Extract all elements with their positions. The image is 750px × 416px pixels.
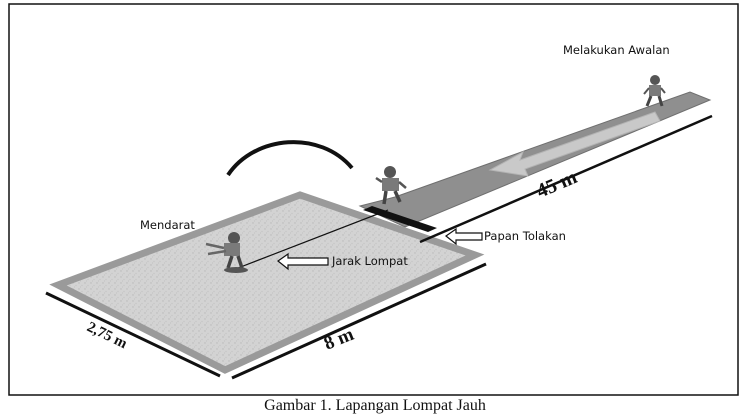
athlete-running: [643, 75, 666, 107]
pit-length-dimension-line: [231, 262, 487, 380]
runway-dimension-line: [419, 114, 713, 244]
run-up-label: Melakukan Awalan: [563, 43, 670, 57]
jump-arc: [226, 140, 354, 177]
jump-distance-line: [237, 209, 389, 269]
board-pointer-arrow: [444, 227, 483, 246]
runway-direction-arrow: [488, 111, 661, 177]
jump-distance-label: Jarak Lompat: [331, 254, 408, 268]
athlete-landing: [205, 232, 248, 273]
figure-frame: [8, 3, 739, 396]
jump-distance-pointer-arrow: [276, 252, 329, 271]
board-label: Papan Tolakan: [484, 229, 566, 243]
landing-label: Mendarat: [140, 218, 195, 232]
figure-caption: Gambar 1. Lapangan Lompat Jauh: [264, 397, 486, 414]
athlete-takeoff: [375, 166, 407, 205]
sand-pit: [49, 191, 485, 374]
pit-width-dimension-line: [45, 291, 221, 378]
